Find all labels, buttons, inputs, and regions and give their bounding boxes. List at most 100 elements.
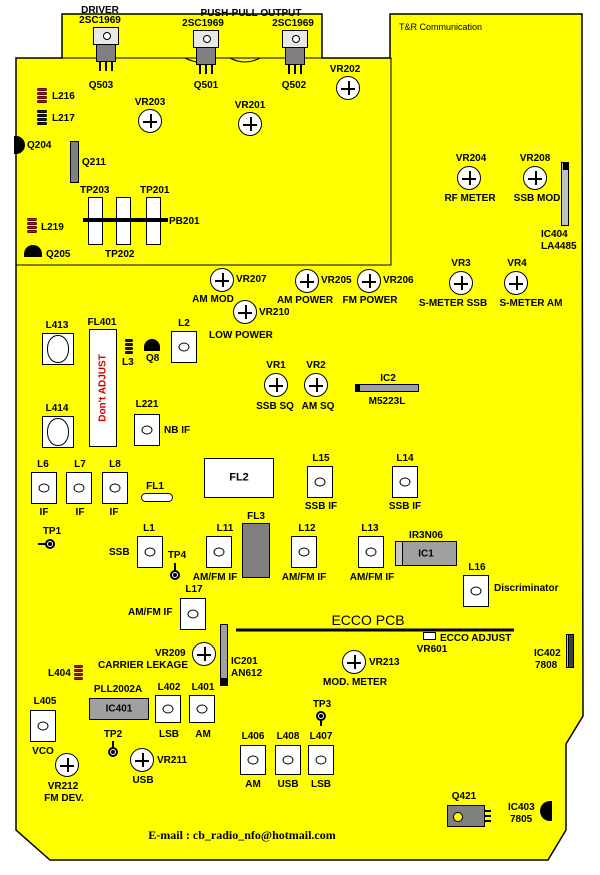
trimmer-vr208[interactable] (523, 166, 547, 190)
coil-l413[interactable] (42, 333, 74, 365)
label-vr4-function: S-METER AM (499, 298, 563, 309)
label-l14-function: SSB IF (388, 501, 422, 512)
label-ic201-part: AN612 (231, 668, 263, 679)
label-q8: Q8 (146, 353, 160, 364)
coil-l402[interactable] (155, 695, 181, 723)
label-vr205-function: AM POWER (276, 295, 334, 306)
label-ic402: IC402 (534, 648, 561, 659)
label-q204: Q204 (27, 140, 52, 151)
label-vr211-function: USB (132, 775, 154, 786)
trimmer-vr212[interactable] (55, 753, 79, 777)
chip-ic404-tab (563, 162, 569, 170)
trimmer-vr204[interactable] (457, 166, 481, 190)
label-vr203: VR203 (134, 97, 166, 108)
coil-l401[interactable] (189, 695, 215, 723)
label-q211: Q211 (82, 157, 106, 168)
label-ic403-part: 7805 (510, 814, 533, 825)
coil-l1[interactable] (137, 536, 163, 568)
trimmer-vr601[interactable] (423, 632, 436, 640)
trimmer-vr205[interactable] (295, 269, 319, 293)
label-ic2: IC2 (380, 373, 396, 384)
board-name-label: ECCO PCB (331, 612, 405, 628)
label-ic1-part: IR3N06 (409, 530, 443, 541)
transistor-q211 (70, 141, 79, 183)
coil-l221[interactable] (134, 414, 160, 446)
trimmer-vr2[interactable] (304, 373, 328, 397)
label-vr210: VR210 (259, 307, 290, 318)
coil-l219-icon (27, 218, 37, 234)
label-l7-if: IF (75, 507, 85, 518)
label-l405: L405 (33, 696, 57, 707)
label-tp202: TP202 (105, 249, 135, 260)
label-l12-function: AM/FM IF (281, 572, 327, 583)
label-l401-function: AM (195, 729, 211, 740)
label-q502: Q502 (281, 80, 307, 91)
coil-l12[interactable] (291, 536, 317, 568)
trimmer-vr213[interactable] (342, 650, 366, 674)
trimmer-vr202[interactable] (336, 76, 360, 100)
label-ic401-part: PLL2002A (93, 684, 143, 695)
label-l404: L404 (48, 668, 71, 679)
trimmer-vr201[interactable] (238, 112, 262, 136)
trimmer-vr4[interactable] (504, 271, 528, 295)
coil-l408[interactable] (275, 745, 301, 775)
label-ic404-part: LA4485 (541, 241, 577, 252)
trimmer-vr211[interactable] (130, 748, 154, 772)
coil-l3-icon (125, 339, 133, 355)
trimmer-vr3[interactable] (449, 271, 473, 295)
label-tp201: TP201 (140, 185, 170, 196)
label-vr213: VR213 (369, 657, 400, 668)
coil-l11[interactable] (206, 536, 232, 568)
label-l221: L221 (135, 399, 159, 410)
trimmer-vr203[interactable] (138, 109, 162, 133)
coil-l13[interactable] (358, 536, 384, 568)
trimmer-vr207[interactable] (210, 268, 234, 292)
trimmer-vr206[interactable] (357, 269, 381, 293)
regulator-ic403-icon (540, 801, 552, 821)
trimmer-vr1[interactable] (264, 373, 288, 397)
testpoint-tp1[interactable] (45, 539, 55, 549)
coil-l17[interactable] (180, 598, 206, 630)
label-ic2-part: M5223L (368, 396, 406, 407)
testpoint-tp4[interactable] (170, 570, 180, 580)
testpoint-tp4-lead (174, 563, 176, 571)
label-vr202: VR202 (329, 64, 361, 75)
coil-l406[interactable] (240, 745, 266, 775)
coil-l6[interactable] (31, 472, 57, 504)
label-vr206-function: FM POWER (342, 295, 398, 306)
coil-l8[interactable] (102, 472, 128, 504)
label-vr4: VR4 (507, 258, 527, 269)
label-l8-if: IF (109, 507, 119, 518)
label-vr205: VR205 (321, 275, 352, 286)
testpoint-tp2[interactable] (108, 747, 118, 757)
coil-l14[interactable] (392, 466, 418, 498)
testpoint-tp3-lead (320, 720, 322, 726)
email-label: E-mail : cb_radio_nfo@hotmail.com (148, 828, 336, 842)
label-l414: L414 (45, 403, 69, 414)
label-l1: L1 (143, 523, 155, 534)
coil-l16[interactable] (463, 575, 489, 607)
trimmer-vr210[interactable] (233, 300, 257, 324)
label-ic1: IC1 (418, 548, 434, 559)
coil-l405[interactable] (30, 710, 56, 742)
label-vr601-function: ECCO ADJUST (440, 633, 512, 644)
driver-part: 2SC1969 (79, 15, 121, 26)
coil-l2[interactable] (171, 331, 197, 363)
coil-l7[interactable] (66, 472, 92, 504)
label-fl1: FL1 (146, 481, 164, 492)
transistor-q421 (447, 805, 485, 827)
chip-ic201 (220, 624, 228, 686)
label-vr1-function: SSB SQ (256, 401, 294, 412)
filter-fl3 (242, 523, 270, 578)
driver-title: DRIVER (81, 5, 119, 16)
label-q421: Q421 (451, 791, 477, 802)
coil-l407[interactable] (308, 745, 334, 775)
label-l406: L406 (241, 731, 265, 742)
trimmer-vr209[interactable] (192, 642, 216, 666)
label-ic402-part: 7808 (535, 660, 558, 671)
label-vr210-function: LOW POWER (209, 330, 273, 341)
label-l408-function: USB (277, 779, 299, 790)
coil-l15[interactable] (307, 466, 333, 498)
label-l11: L11 (216, 523, 234, 534)
coil-l414[interactable] (42, 416, 74, 448)
